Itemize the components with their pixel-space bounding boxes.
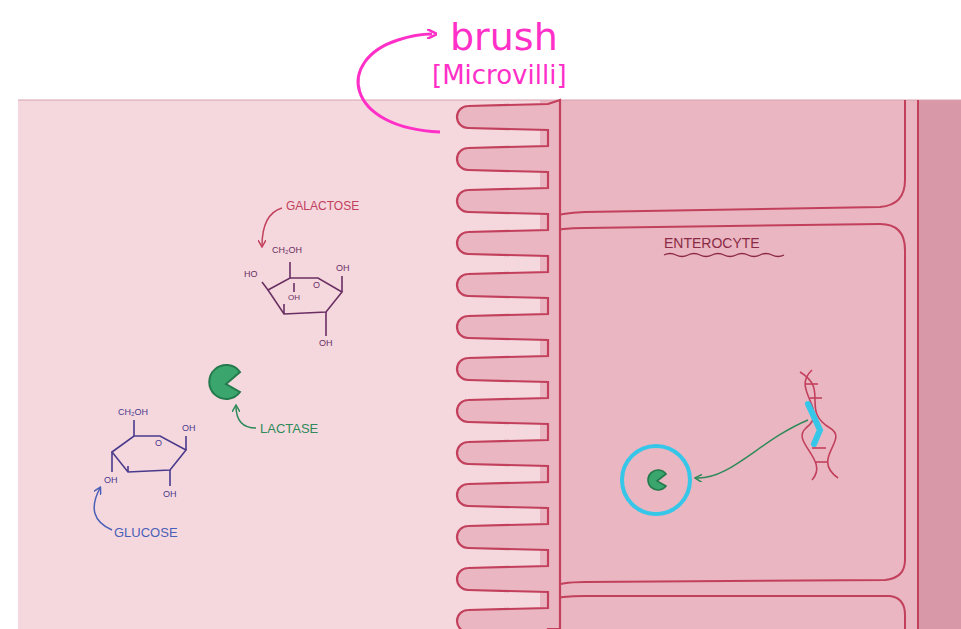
galactose-molecule — [262, 262, 342, 336]
atom-label: OH — [288, 294, 300, 302]
microvilli — [457, 100, 560, 629]
atom-label: OH — [319, 339, 333, 348]
atom-label: O — [155, 439, 162, 448]
vesicle — [622, 446, 690, 514]
molecule-name: GALACTOSE — [286, 200, 359, 212]
atom-label: HO — [244, 270, 258, 279]
atom-label: OH — [336, 264, 350, 273]
atom-label: CH₂OH — [272, 246, 302, 255]
brush-arrow — [358, 34, 440, 132]
galactose-arrow — [262, 208, 282, 246]
neighbour-cell — [918, 100, 961, 629]
molecule-name: GLUCOSE — [114, 526, 178, 539]
atom-label: OH — [104, 476, 118, 485]
atom-label: OH — [163, 490, 177, 499]
glucose-arrow — [94, 488, 112, 530]
underline — [664, 254, 784, 257]
glucose-molecule — [112, 420, 186, 486]
lactase-in-vesicle — [648, 470, 666, 490]
enzyme-name: LACTASE — [260, 422, 318, 435]
atom-label: OH — [182, 424, 196, 433]
lactase-arrow — [236, 406, 256, 428]
cell-ground — [540, 100, 961, 629]
handwritten-note: brush — [450, 18, 558, 56]
cell-borders — [548, 100, 918, 629]
expression-arrow — [696, 420, 808, 478]
handwritten-note: [Microvilli] — [432, 62, 567, 88]
lactase-enzyme — [209, 365, 240, 399]
atom-label: CH₂OH — [118, 408, 148, 417]
cell-name: ENTEROCYTE — [664, 236, 760, 250]
atom-label: O — [313, 281, 320, 290]
dna — [800, 370, 838, 480]
gene-highlight — [808, 404, 820, 444]
